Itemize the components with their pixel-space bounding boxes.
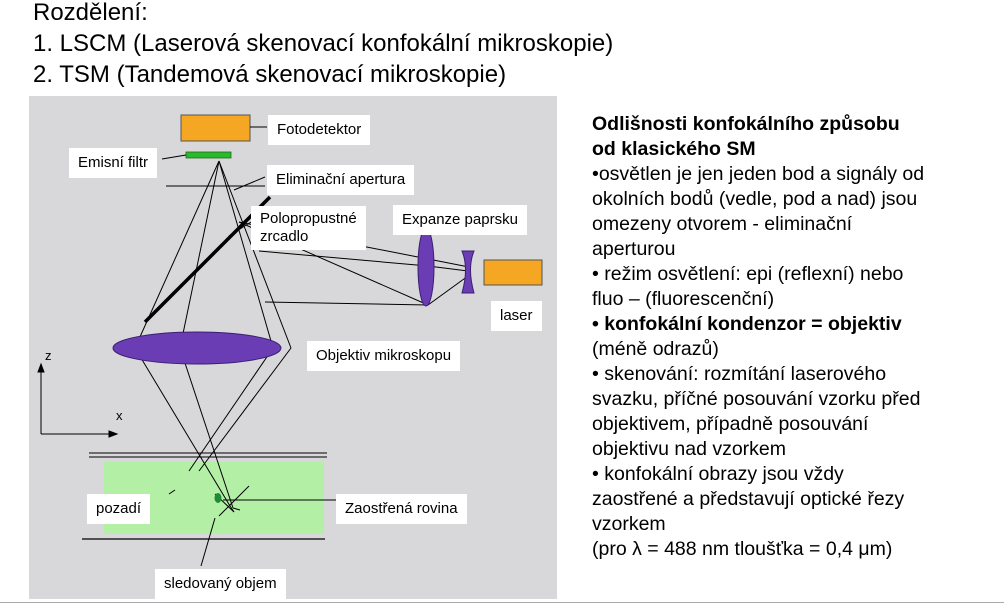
label-dichroic-mirror: Polopropustné zrcadlo [251, 206, 366, 250]
bullet2-line2: fluo – (fluorescenční) [592, 288, 775, 310]
bullet1-line3: omezeny otvorem - eliminační [592, 213, 853, 235]
bullet4-line3: objektivem, případně posouvání [592, 413, 869, 435]
confocal-optics-drawing [37, 114, 543, 567]
expander-lens [417, 227, 435, 307]
axis-x-label: x [116, 408, 123, 423]
label-focal-plane: Zaostřená rovina [336, 494, 467, 524]
label-dichroic-mirror-line2: zrcadlo [260, 228, 309, 245]
bullet6-line1: (pro λ = 488 nm tloušťka = 0,4 μm) [592, 538, 893, 560]
bottom-divider [0, 602, 1004, 603]
leader-lines [161, 126, 336, 567]
bullet3-line2: (méně odrazů) [592, 338, 719, 360]
bullet5-line3: vzorkem [592, 513, 666, 535]
bullet2-line1: • režim osvětlení: epi (reflexní) nebo [592, 263, 904, 285]
label-beam-expander: Expanze paprsku [393, 205, 527, 235]
bullet1-line4: aperturou [592, 238, 676, 260]
bullet4-line1: • skenování: rozmítání laserového [592, 363, 887, 385]
expander-concave-lens [461, 250, 475, 294]
confocal-diagram: Fotodetektor Emisní filtr Eliminační ape… [29, 96, 557, 599]
laser-source [483, 259, 543, 286]
emission-filter [185, 151, 232, 159]
focal-spot [214, 493, 222, 503]
list-item-tsm: 2. TSM (Tandemová skenovací mikroskopie) [33, 61, 507, 88]
photodetector [180, 114, 251, 142]
differences-text: Odlišnosti konfokálního způsobu od klasi… [592, 112, 997, 562]
label-dichroic-mirror-line1: Polopropustné [260, 210, 357, 227]
label-emission-filter: Emisní filtr [69, 148, 158, 178]
label-laser: laser [491, 301, 542, 331]
objective-lens [112, 331, 282, 365]
bullet1-line2: okolních bodů (vedle, pod a nad) jsou [592, 188, 918, 210]
axes [37, 362, 119, 438]
label-objective: Objektiv mikroskopu [307, 341, 461, 371]
bullet5-line1: • konfokální obrazy jsou vždy [592, 463, 844, 485]
axis-z-label: z [45, 348, 52, 363]
label-photodetector: Fotodetektor [268, 115, 371, 145]
bullet1-line1: •osvětlen je jen jeden bod a signály od [592, 163, 925, 185]
differences-title-line1: Odlišnosti konfokálního způsobu [592, 113, 900, 135]
bullet4-line2: svazku, příčné posouvání vzorku před [592, 388, 921, 410]
label-background: pozadí [87, 494, 151, 524]
bullet3-line1: • konfokální kondenzor = objektiv [592, 313, 902, 335]
bullet4-line4: objektivu nad vzorkem [592, 438, 787, 460]
label-observed-volume: sledovaný objem [155, 569, 286, 599]
label-elimination-aperture: Eliminační apertura [267, 165, 415, 195]
differences-title-line2: od klasického SM [592, 138, 756, 160]
dichroic-mirror [143, 195, 272, 324]
bullet5-line2: zaostřené a představují optické řezy [592, 488, 905, 510]
list-item-lscm: 1. LSCM (Laserová skenovací konfokální m… [33, 30, 614, 57]
slide-heading: Rozdělení: [33, 0, 148, 26]
